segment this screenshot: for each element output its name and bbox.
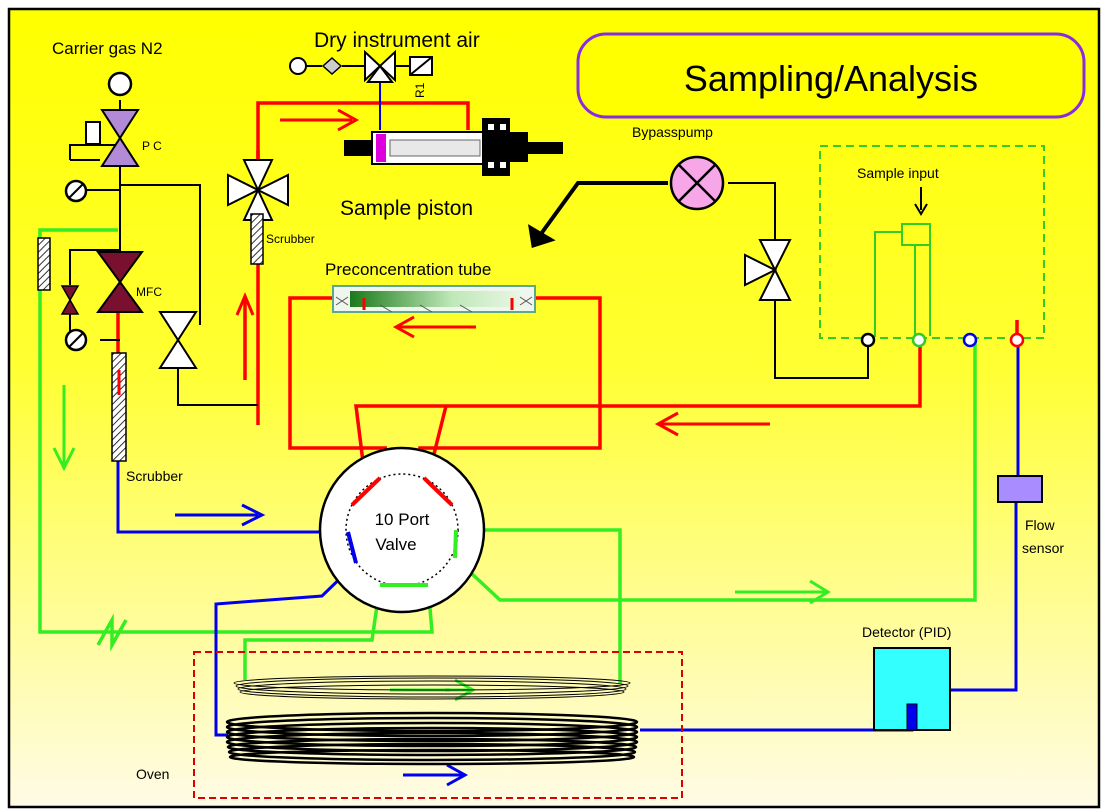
valve-label-line1: 10 Port [375, 510, 430, 529]
flow-sensor-label-line2: sensor [1022, 540, 1064, 556]
carrier-gauge-icon [107, 71, 133, 97]
column-blue-line [214, 561, 358, 737]
valve-label-line2: Valve [375, 535, 416, 554]
pc-label: P C [142, 139, 162, 153]
detector-feed-green [453, 342, 977, 602]
detector-label: Detector (PID) [862, 624, 951, 640]
bypass-arrow [528, 181, 668, 248]
solenoid-icon [409, 56, 433, 76]
port-blue-icon [962, 332, 978, 348]
flow-sensor-label-line1: Flow [1025, 517, 1055, 533]
scrubber-top-icon [250, 213, 264, 265]
air-filter-icon [321, 56, 343, 76]
ten-port-valve-icon [318, 446, 486, 614]
scrubber-top-label: Scrubber [266, 232, 315, 246]
scrubber-left-label: Scrubber [126, 468, 183, 484]
detector-cell-icon [906, 703, 918, 731]
port-black-icon [860, 332, 876, 348]
preconcentration-tube-icon [332, 285, 536, 313]
filter-left-icon [37, 237, 51, 291]
bypass-pump-icon [669, 155, 725, 211]
piston-line-valve-icon [227, 159, 289, 221]
blue-flow-arrows [175, 503, 469, 787]
scrubber-to-valve-line [116, 455, 348, 534]
mfc-label: MFC [136, 285, 162, 299]
port-green-icon [911, 332, 927, 348]
column-inlet-line [243, 584, 382, 680]
sample-input-arrow-icon [914, 187, 928, 216]
carrier-gas-label: Carrier gas N2 [52, 39, 163, 58]
scrubber-left-icon [111, 352, 127, 462]
sample-input-line [354, 342, 922, 479]
page-title: Sampling/Analysis [684, 58, 978, 99]
pressure-gauge-icon [64, 179, 88, 203]
three-way-valve-icon [364, 49, 396, 83]
carrier-bypass-line [38, 228, 434, 634]
carrier-flow-lines [38, 228, 977, 692]
sample-piston-icon [344, 118, 563, 176]
bypasspump-label: Bypasspump [632, 124, 713, 140]
oven-label: Oven [136, 766, 169, 782]
air-gauge-icon [289, 57, 307, 75]
pressure-gauge-2-icon [64, 328, 88, 352]
sample-input-label: Sample input [857, 165, 939, 181]
flow-sensor-icon [997, 475, 1043, 503]
dry-air-label: Dry instrument air [314, 29, 480, 52]
sample-piston-label: Sample piston [340, 197, 473, 220]
black-column-coil-icon [225, 711, 639, 766]
preconcentration-tube-label: Preconcentration tube [325, 260, 491, 279]
red-flow-arrows [235, 108, 770, 437]
sample-input-box [819, 145, 1045, 339]
check-valve-icon [96, 613, 128, 652]
green-coil-icon [233, 675, 631, 700]
pressure-control-valve-icon [85, 109, 140, 167]
title-box [576, 32, 1086, 119]
oven-box [193, 651, 683, 799]
oven-loop-return [456, 528, 622, 683]
isolation-valve-icon [158, 311, 198, 369]
port-red-icon [1009, 332, 1025, 348]
bypass-valve-icon [744, 239, 792, 301]
r1-label: R1 [413, 82, 427, 98]
mass-flow-controller-icon [60, 251, 144, 315]
